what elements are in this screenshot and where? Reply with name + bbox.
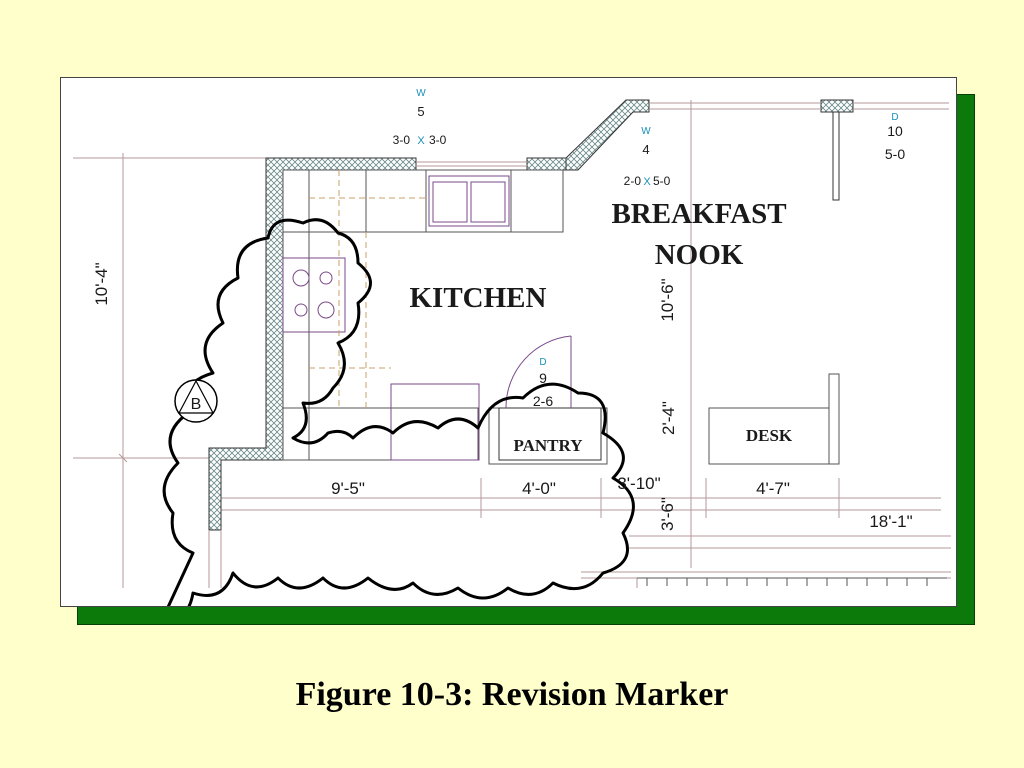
dim-lower-height: 3'-6": [658, 497, 677, 531]
window-4-size-b: 5-0: [653, 174, 671, 188]
revision-marker[interactable]: B: [174, 379, 218, 423]
revision-letter: B: [191, 396, 202, 413]
window-4-x: X: [643, 176, 651, 188]
revision-cloud[interactable]: [162, 218, 635, 606]
kitchen-label: KITCHEN: [410, 282, 547, 314]
dim-gap-width: 3'-10": [617, 474, 660, 493]
floor-plan-panel: B KITCHEN BREAKFAST NOOK PANTRY DESK W 5…: [60, 77, 957, 607]
floor-plan-drawing: B KITCHEN BREAKFAST NOOK PANTRY DESK W 5…: [73, 88, 951, 606]
window-5-number: 5: [417, 104, 424, 119]
pantry-door-swing: [505, 335, 572, 409]
pantry-label: PANTRY: [514, 436, 583, 455]
dim-pantry-width: 4'-0": [522, 479, 556, 498]
wall-lines: [208, 102, 949, 588]
dim-nook-height: 10'-6": [658, 278, 677, 321]
cabinet-dashed-lines: [309, 170, 426, 408]
dim-kitchen-width: 9'-5": [331, 479, 365, 498]
door-10-size: 5-0: [885, 146, 905, 162]
dim-overall-width: 18'-1": [869, 512, 912, 531]
desk-label: DESK: [746, 426, 793, 445]
door-10-number: 10: [887, 123, 903, 139]
window-4-size-a: 2-0: [624, 174, 642, 188]
dim-desk-width: 4'-7": [756, 479, 790, 498]
nook-label: NOOK: [655, 239, 744, 271]
window-5-x: X: [417, 135, 425, 147]
window-4-number: 4: [642, 142, 649, 157]
door-9-number: 9: [539, 370, 547, 386]
window-5-size-b: 3-0: [429, 133, 447, 147]
door-9-size: 2-6: [533, 393, 553, 409]
door-9-type: D: [539, 357, 546, 368]
breakfast-label: BREAKFAST: [611, 198, 786, 230]
dim-pantry-height: 2'-4": [659, 401, 678, 435]
window-5-size-a: 3-0: [393, 133, 411, 147]
dim-left-height: 10'-4": [92, 262, 111, 305]
walls: [208, 99, 854, 531]
scale-ruler: [637, 577, 947, 586]
window-4-type: W: [641, 126, 651, 137]
kitchen-cabinets: [282, 169, 840, 465]
figure-caption: Figure 10-3: Revision Marker: [295, 676, 729, 713]
window-5-type: W: [416, 88, 426, 99]
door-10-type: D: [891, 112, 898, 123]
door-10-jamb: [832, 111, 840, 201]
